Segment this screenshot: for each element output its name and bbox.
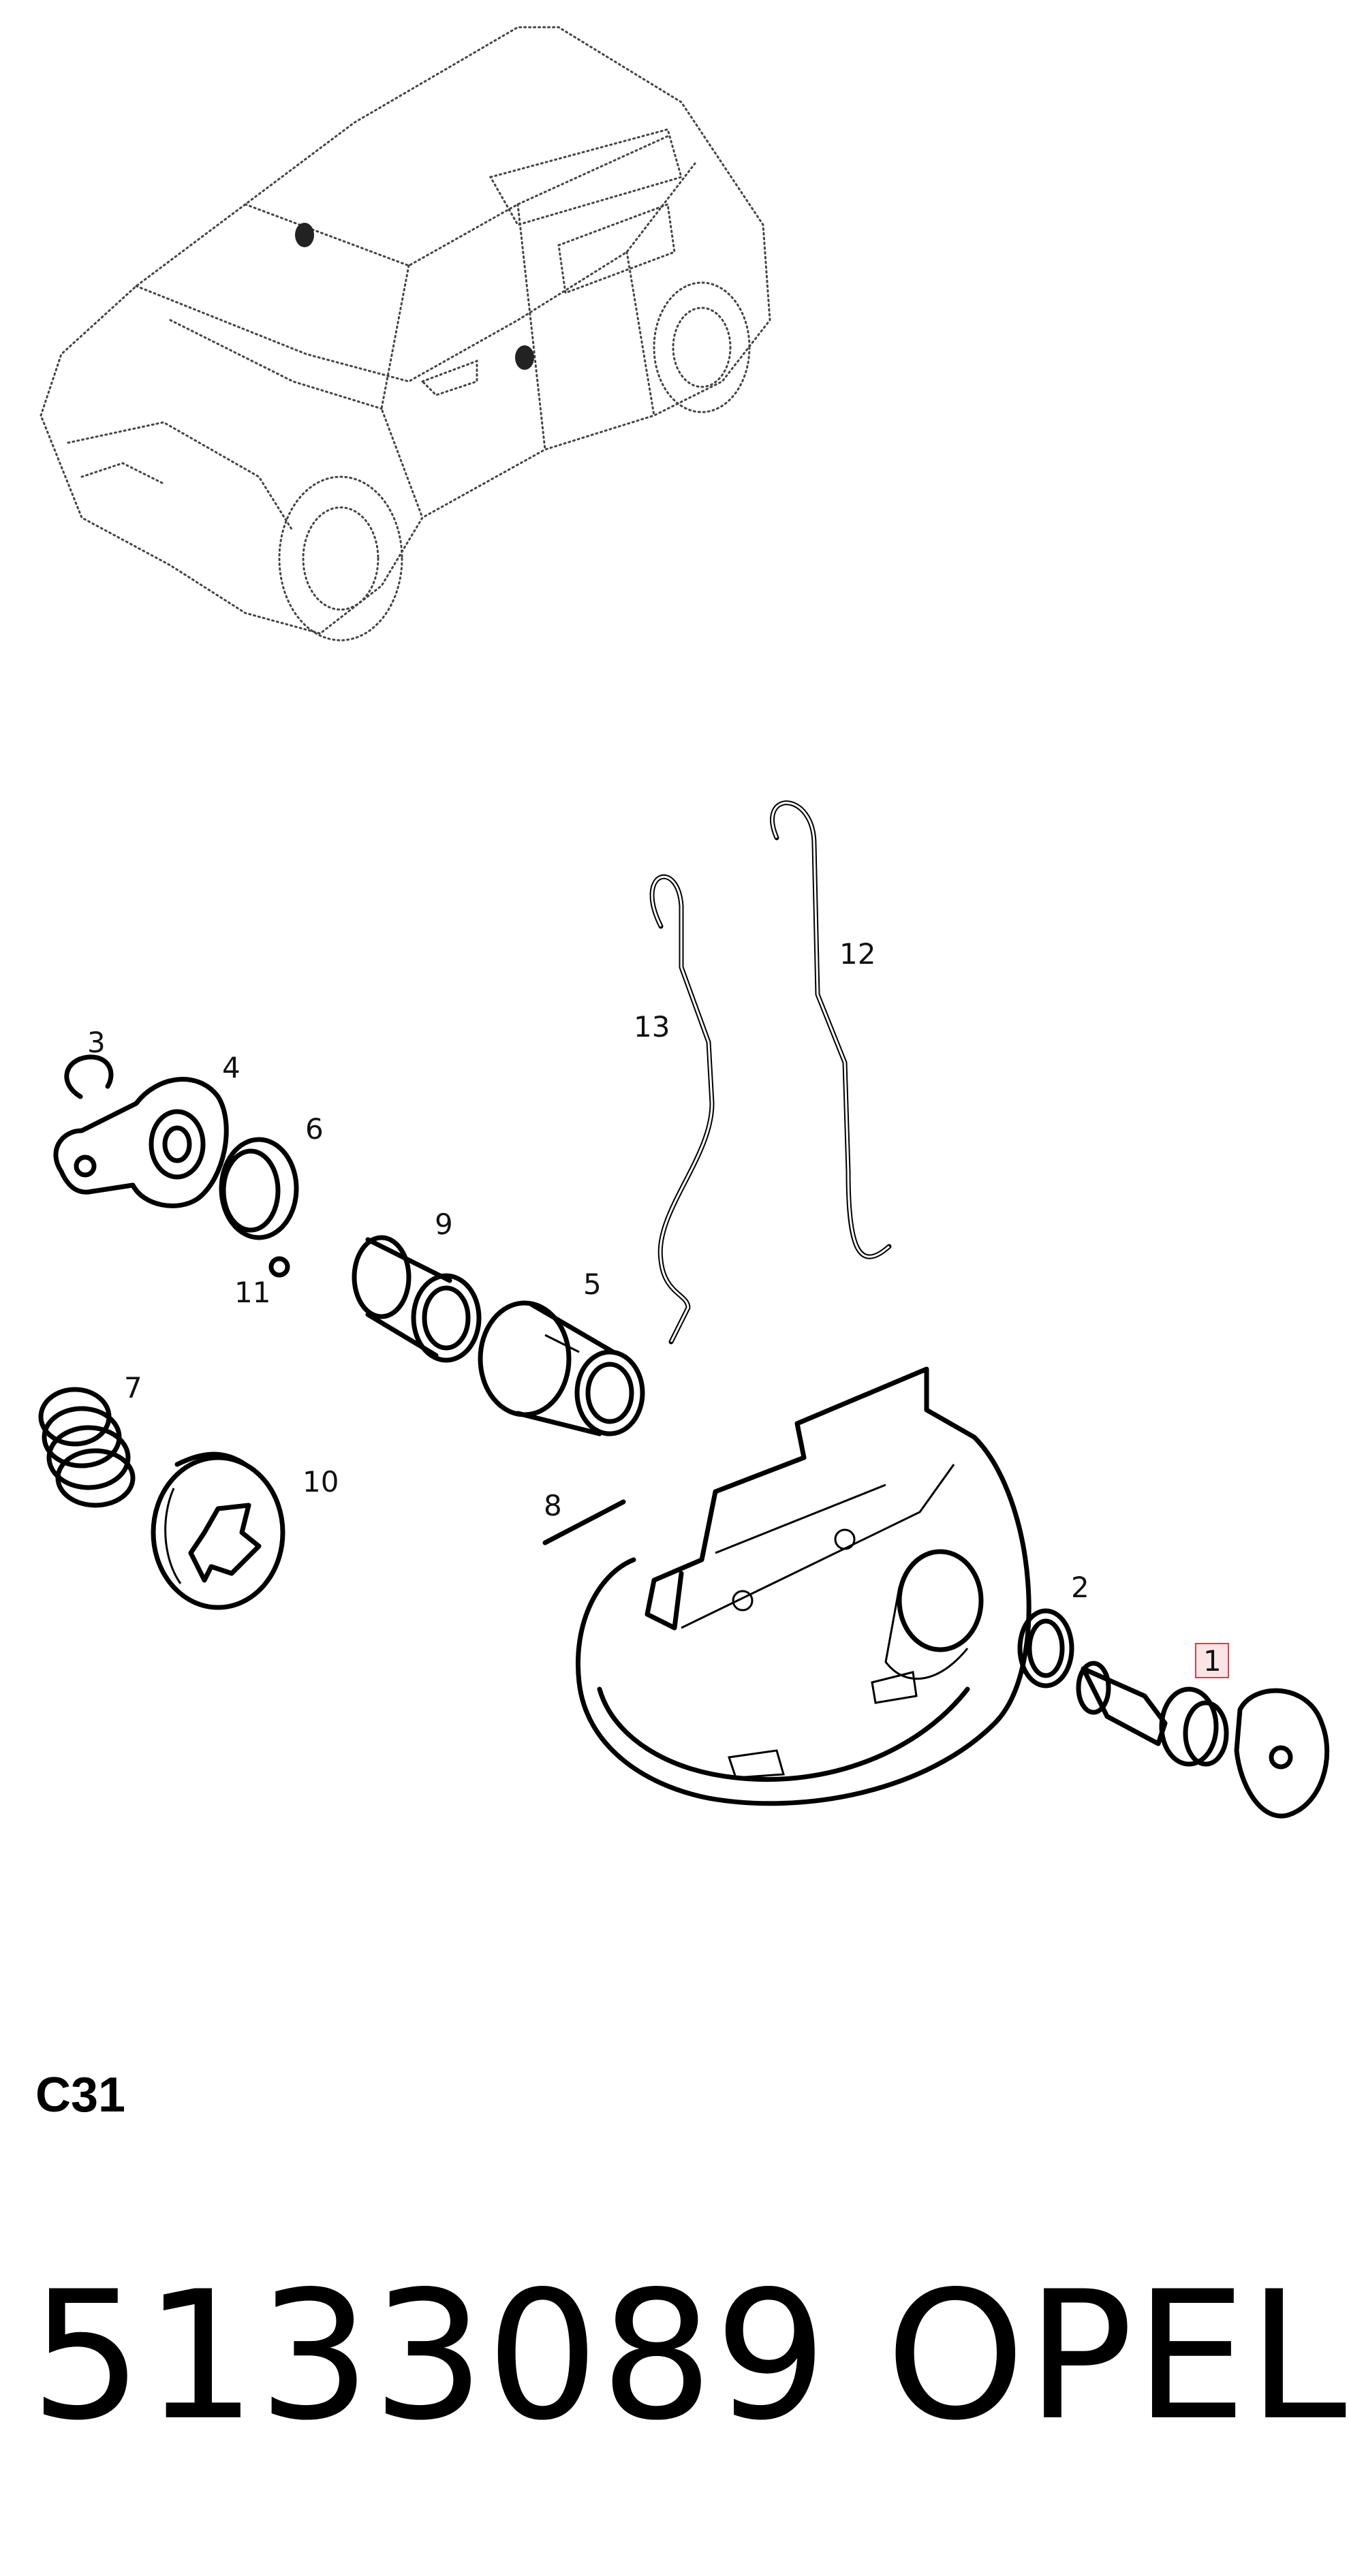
part-11-ball: [268, 1256, 290, 1278]
part-number: 5133089: [30, 2254, 828, 2460]
part-4-flanged-housing: [53, 1077, 229, 1208]
part-7-spring: [38, 1387, 136, 1508]
part-2-o-ring: [1017, 1608, 1074, 1688]
part-6-ring: [219, 1137, 299, 1240]
callout-3[interactable]: 3: [87, 1026, 106, 1059]
callout-6[interactable]: 6: [305, 1112, 324, 1146]
car-outline-illustration: [40, 26, 771, 642]
callout-5[interactable]: 5: [583, 1268, 602, 1301]
callout-8[interactable]: 8: [544, 1489, 562, 1522]
part-8-pin: [542, 1499, 626, 1545]
part-3-circlip: [64, 1054, 114, 1099]
callout-13[interactable]: 13: [634, 1010, 670, 1043]
section-code: C31: [35, 2068, 126, 2122]
callout-1[interactable]: 1: [1203, 1644, 1222, 1678]
callout-11[interactable]: 11: [234, 1276, 270, 1309]
callout-4[interactable]: 4: [222, 1051, 241, 1084]
callout-1-highlight-box: [1195, 1643, 1229, 1678]
part-9-sleeve: [352, 1235, 482, 1363]
callout-7[interactable]: 7: [124, 1371, 142, 1404]
door-handle-housing: [576, 1366, 1032, 1806]
part-13-rod: [649, 874, 715, 1345]
callout-2[interactable]: 2: [1071, 1571, 1089, 1604]
part-12-rod: [770, 800, 892, 1259]
part-1-key-and-cylinder: [1076, 1661, 1330, 1819]
part-10-cylinder-cap: [151, 1451, 285, 1610]
callout-9[interactable]: 9: [435, 1208, 453, 1241]
callout-12[interactable]: 12: [839, 937, 875, 971]
brand-name: OPEL: [886, 2254, 1348, 2460]
callout-labels: 1 2 3 4 5 6 7 8 9 10 11 12 13: [87, 937, 1229, 1678]
callout-10[interactable]: 10: [303, 1465, 339, 1498]
part-5-lock-housing: [478, 1300, 645, 1436]
